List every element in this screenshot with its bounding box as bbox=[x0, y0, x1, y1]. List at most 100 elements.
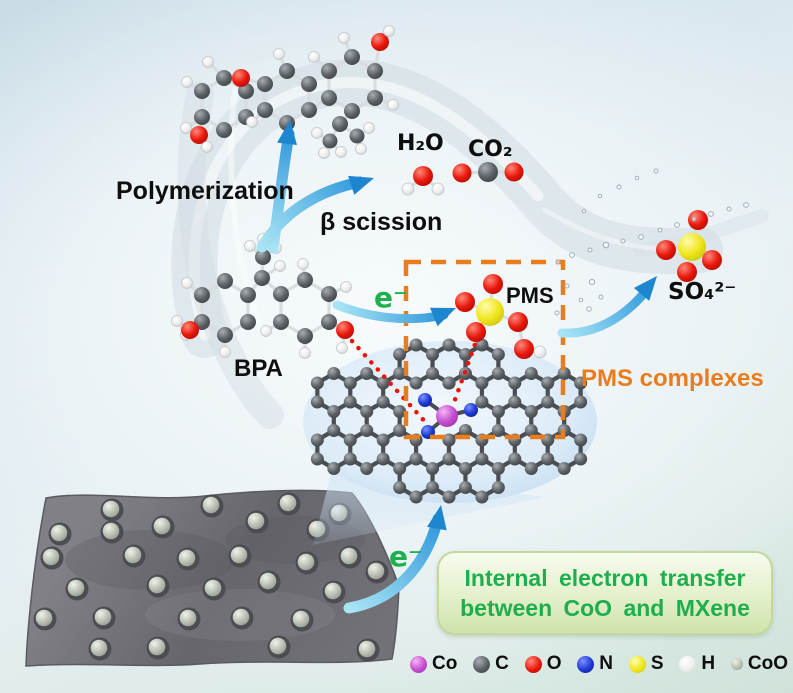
label-bpa: BPA bbox=[234, 355, 283, 382]
atom-O bbox=[190, 126, 208, 144]
legend-label-co: Co bbox=[432, 653, 458, 674]
arrow-mxene-electron-shaft bbox=[343, 513, 444, 614]
coo-particle bbox=[148, 576, 166, 594]
atom-H bbox=[201, 141, 213, 153]
atom-H bbox=[297, 258, 309, 270]
atom-O bbox=[702, 250, 722, 270]
graphene-carbon-atom bbox=[475, 338, 489, 352]
graphene-carbon-atom bbox=[360, 367, 374, 380]
graphene-carbon-atom bbox=[574, 376, 588, 390]
atom-H bbox=[244, 240, 256, 252]
graphene-carbon-atom bbox=[524, 462, 538, 475]
coo-particle bbox=[35, 609, 53, 627]
o-atom-icon bbox=[524, 655, 542, 673]
atom-C bbox=[238, 83, 254, 99]
label-h2o: H₂O bbox=[397, 131, 444, 156]
atom-H bbox=[299, 347, 311, 359]
atom-C bbox=[217, 327, 233, 343]
cobalt-atom bbox=[436, 405, 458, 427]
graphene-carbon-atom bbox=[557, 462, 571, 475]
arrow-polymerization-head bbox=[277, 120, 298, 146]
coo-particle bbox=[292, 610, 310, 628]
atom-C bbox=[297, 272, 313, 288]
graphene-carbon-atom bbox=[409, 338, 423, 352]
droplet bbox=[674, 222, 680, 228]
atom-O bbox=[181, 321, 199, 339]
graphene-carbon-atom bbox=[458, 481, 472, 494]
graphene-carbon-atom bbox=[426, 348, 440, 361]
atom-H bbox=[260, 325, 272, 337]
graphene-carbon-atom bbox=[442, 338, 456, 352]
atom-H bbox=[171, 315, 183, 327]
graphene-carbon-atom bbox=[376, 452, 390, 466]
graphene-carbon-atom bbox=[360, 424, 374, 437]
legend-item-h: H bbox=[679, 653, 715, 675]
coo-particle bbox=[124, 546, 142, 564]
graphene-carbon-atom bbox=[508, 376, 522, 390]
coo-particle bbox=[102, 500, 120, 518]
atom-H bbox=[180, 122, 192, 134]
droplet bbox=[620, 238, 626, 244]
h-atom-icon bbox=[679, 655, 697, 673]
graphene-carbon-atom bbox=[541, 452, 555, 466]
coo-particle bbox=[279, 494, 297, 512]
atom-H bbox=[202, 56, 214, 68]
graphene-carbon-atom bbox=[360, 462, 374, 475]
dotted-line-pms-to-site bbox=[449, 333, 481, 411]
graphene-carbon-atom bbox=[426, 481, 440, 494]
graphene-carbon-atom bbox=[524, 424, 538, 437]
legend-label-coo: CoO bbox=[747, 653, 788, 674]
atom-H bbox=[181, 277, 193, 289]
atom-O bbox=[336, 321, 354, 339]
coo-particle bbox=[50, 524, 68, 542]
molecule-so4 bbox=[656, 210, 722, 282]
molecule-co2 bbox=[452, 162, 524, 183]
atom-H bbox=[387, 99, 399, 111]
atom-H bbox=[181, 76, 193, 88]
callout-line-2: between CoO and MXene bbox=[460, 595, 750, 621]
droplet bbox=[555, 259, 561, 265]
label-pms: PMS bbox=[506, 283, 554, 308]
coo-particle bbox=[42, 548, 60, 566]
coo-particle bbox=[67, 579, 85, 597]
atom-C bbox=[321, 314, 337, 330]
graphene-carbon-atom bbox=[310, 452, 324, 466]
legend-item-coo: CoO bbox=[730, 653, 788, 675]
arrow-bpa-to-pms-head bbox=[430, 307, 456, 327]
arrow-bpa-to-pms bbox=[332, 300, 456, 327]
atom-O bbox=[371, 33, 389, 51]
graphene-carbon-atom bbox=[343, 395, 357, 409]
droplet bbox=[634, 175, 640, 181]
atom-H bbox=[246, 116, 258, 128]
atom-O bbox=[483, 274, 503, 294]
droplet bbox=[586, 306, 592, 312]
atom-C bbox=[367, 90, 383, 106]
atom-C bbox=[344, 103, 360, 119]
atom-H bbox=[340, 281, 352, 293]
graphene-carbon-atom bbox=[491, 405, 505, 418]
coo-particle bbox=[297, 553, 315, 571]
atom-O bbox=[508, 312, 528, 332]
atom-O bbox=[677, 262, 697, 282]
coo-particle bbox=[259, 572, 277, 590]
legend-label-h: H bbox=[701, 653, 716, 674]
droplet bbox=[616, 184, 622, 190]
graphene-carbon-atom bbox=[557, 367, 571, 380]
graphene-carbon-atom bbox=[310, 395, 324, 409]
arrow-pms-to-so4-head bbox=[633, 276, 657, 301]
coo-particle bbox=[90, 639, 108, 657]
atom-O bbox=[232, 69, 250, 87]
atom-O bbox=[466, 322, 486, 342]
red-dotted-bond-lines bbox=[349, 333, 481, 428]
c-atom-icon bbox=[473, 655, 491, 673]
graphene-carbon-atom bbox=[475, 376, 489, 390]
graphene-carbon-atom bbox=[442, 433, 456, 447]
graphene-carbon-atom bbox=[475, 395, 489, 409]
coo-particle bbox=[102, 522, 120, 540]
label-co2: CO₂ bbox=[468, 137, 513, 162]
atom-H bbox=[533, 345, 547, 359]
droplet bbox=[588, 278, 596, 286]
graphene-carbon-atom bbox=[409, 376, 423, 390]
atom-C bbox=[194, 109, 210, 125]
